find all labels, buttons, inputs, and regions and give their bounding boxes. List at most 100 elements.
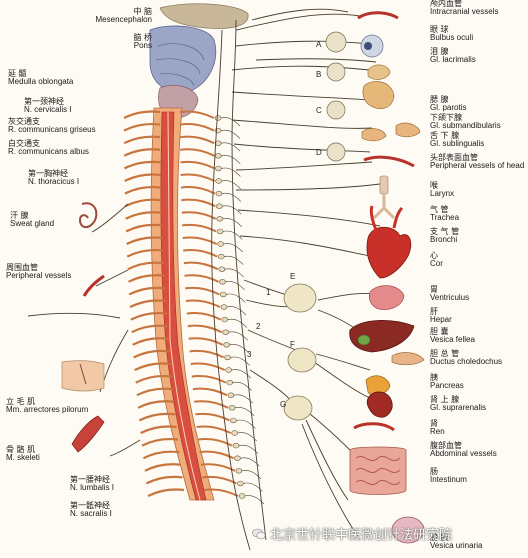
ramus-communicans <box>221 180 241 190</box>
spinal-nerve-root-right <box>182 223 217 233</box>
wechat-icon <box>252 528 266 539</box>
ganglion-b <box>326 62 346 82</box>
ramus-communicans <box>226 293 246 303</box>
sympathetic-ganglion <box>234 455 241 461</box>
sympathetic-trunk <box>214 115 265 505</box>
watermark: 北京世针联中医微创针法研究院 <box>252 524 452 543</box>
spinal-nerve-root-left <box>147 488 185 497</box>
spinal-nerve-root-left <box>128 274 165 283</box>
intestine-art <box>349 446 407 495</box>
spinal-nerve-root-right <box>200 463 236 472</box>
sympathetic-ganglion <box>214 115 222 121</box>
spinal-nerve-root-right <box>183 261 219 271</box>
larynx-art <box>379 175 389 195</box>
spinal-nerve-root-right <box>179 110 215 119</box>
sympathetic-ganglion <box>223 342 230 348</box>
ramus-communicans <box>221 155 241 165</box>
sympathetic-ganglion <box>215 165 222 172</box>
spinal-nerve-roots <box>123 110 239 497</box>
spinal-nerve-root-right <box>193 400 229 409</box>
ganglion-marker-b: B <box>316 70 322 79</box>
ganglion-marker-a: A <box>316 40 322 49</box>
spinal-nerve-root-left <box>141 438 179 447</box>
ganglion-f <box>287 347 317 373</box>
spinal-nerve-root-left <box>124 186 162 195</box>
spinal-nerve-root-left <box>125 223 163 233</box>
nerve-marker-2: 2 <box>256 322 261 331</box>
spinal-nerve-root-left <box>144 463 182 472</box>
peripheral-vessels-art <box>82 274 105 297</box>
spinal-nerve-root-left <box>140 425 177 434</box>
spinal-nerve-root-right <box>184 274 219 283</box>
skeletal-muscle-art <box>71 415 105 453</box>
spinal-nerve-root-left <box>125 211 162 220</box>
ganglion-marker-g: G <box>280 400 287 409</box>
stomach-art <box>368 285 405 310</box>
sympathetic-ganglion <box>219 291 227 298</box>
trachea-art <box>372 194 396 220</box>
brainstem-illustration <box>149 3 249 119</box>
ramus-communicans <box>228 331 248 341</box>
ramus-communicans <box>223 243 243 253</box>
spinal-nerve-root-left <box>123 110 161 119</box>
organ-illustrations <box>61 11 425 544</box>
spinal-nerve-root-left <box>123 123 161 132</box>
spinal-nerve-root-right <box>180 186 216 195</box>
ramus-communicans <box>221 167 241 177</box>
ramus-communicans <box>225 281 245 291</box>
spinal-nerve-root-left <box>132 337 169 346</box>
spinal-nerve-root-left <box>142 450 180 460</box>
abdominal-vessels-art <box>353 422 395 432</box>
spinal-nerve-root-right <box>188 337 224 346</box>
ramus-communicans <box>244 495 265 505</box>
sympathetic-ganglion <box>230 417 237 424</box>
spinal-nerve-root-left <box>131 324 168 334</box>
ramus-communicans <box>224 255 244 265</box>
sympathetic-ganglion <box>216 216 224 222</box>
sympathetic-ganglion <box>219 279 226 285</box>
spinal-nerve-root-right <box>189 349 225 359</box>
spinal-nerve-root-left <box>126 249 164 258</box>
ramus-communicans <box>220 129 241 139</box>
ramus-communicans <box>235 407 255 417</box>
sympathetic-ganglion <box>222 329 230 335</box>
spinal-nerve-root-left <box>123 148 161 157</box>
ramus-communicans <box>237 432 257 442</box>
sympathetic-ganglion <box>238 493 246 499</box>
parotid-gland-art <box>362 81 395 110</box>
sympathetic-ganglion <box>235 468 243 474</box>
spinal-nerve-root-left <box>134 362 171 371</box>
ganglion-marker-e: E <box>290 272 296 281</box>
spinal-nerve-root-left <box>126 236 163 245</box>
spinal-nerve-root-right <box>196 425 232 434</box>
sympathetic-ganglion <box>221 316 229 323</box>
spinal-nerve-root-right <box>185 299 221 308</box>
intracranial-vessels-art <box>357 11 399 20</box>
lacrimal-gland-art <box>367 64 391 80</box>
spinal-nerve-root-right <box>179 135 215 145</box>
liver-art <box>349 320 415 353</box>
ramus-communicans <box>236 419 256 429</box>
ganglion-c <box>326 100 346 120</box>
